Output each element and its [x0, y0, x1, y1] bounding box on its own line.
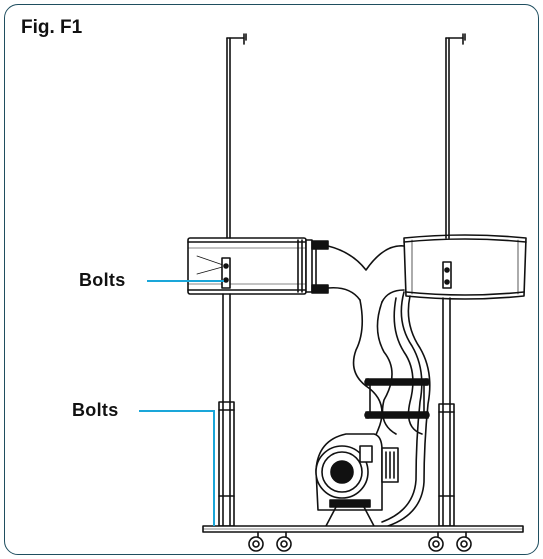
callout-bolts-lower: Bolts	[72, 400, 119, 420]
callout-bolts-upper: Bolts	[79, 270, 126, 290]
right-mast	[445, 33, 466, 239]
right-support-post	[438, 297, 455, 527]
left-support-post	[218, 293, 235, 527]
caster-wheels	[248, 531, 472, 552]
blower-motor	[315, 433, 399, 527]
hose-clamps	[364, 378, 430, 419]
right-filter-drum	[403, 234, 527, 300]
left-filter-drum	[187, 237, 307, 295]
left-mast	[226, 33, 247, 239]
leader-line-lower	[139, 410, 215, 526]
y-connector	[305, 239, 405, 303]
callout-leaders	[139, 280, 224, 526]
figure-label: Fig. F1	[21, 17, 83, 38]
base-plate	[202, 525, 524, 533]
